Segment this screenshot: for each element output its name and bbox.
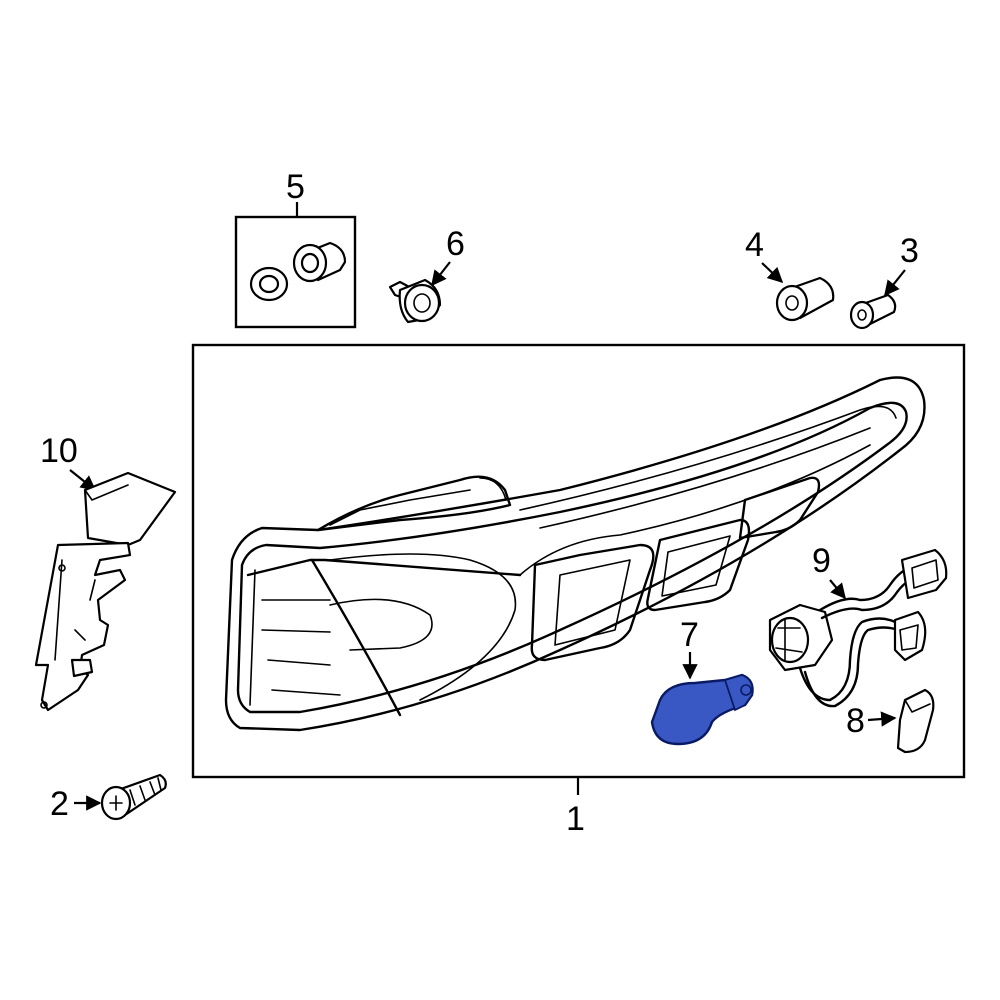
callout-9: 9 — [812, 542, 831, 580]
leader-line-9 — [829, 579, 846, 600]
tail-lamp-assembly[interactable] — [224, 376, 926, 732]
mounting-bracket[interactable] — [34, 471, 177, 712]
socket-wiring-harness[interactable] — [768, 548, 948, 708]
leader-line-6 — [431, 261, 451, 287]
tail-lamp-bulb[interactable] — [650, 673, 754, 746]
callout-1: 1 — [566, 800, 585, 838]
callout-10: 10 — [40, 432, 78, 470]
callout-5: 5 — [286, 168, 305, 206]
callout-6: 6 — [446, 225, 465, 263]
callout-4: 4 — [745, 226, 764, 264]
leader-line-4 — [761, 262, 784, 284]
callout-8: 8 — [846, 702, 865, 740]
leader-line-3 — [884, 269, 906, 297]
leader-line-8 — [867, 711, 897, 727]
socket-cover-cap[interactable] — [896, 688, 935, 754]
callout-7: 7 — [680, 616, 699, 654]
callout-2: 2 — [50, 785, 69, 823]
grommet-washer[interactable] — [249, 266, 289, 302]
callout-3: 3 — [900, 232, 919, 270]
grommet-kit-box — [234, 215, 357, 329]
push-pin-fastener[interactable] — [388, 278, 442, 324]
grommet-clip[interactable] — [775, 276, 835, 322]
mounting-screw[interactable] — [100, 773, 167, 821]
grommet-nut[interactable] — [292, 241, 347, 283]
screw-grommet[interactable] — [849, 293, 897, 330]
